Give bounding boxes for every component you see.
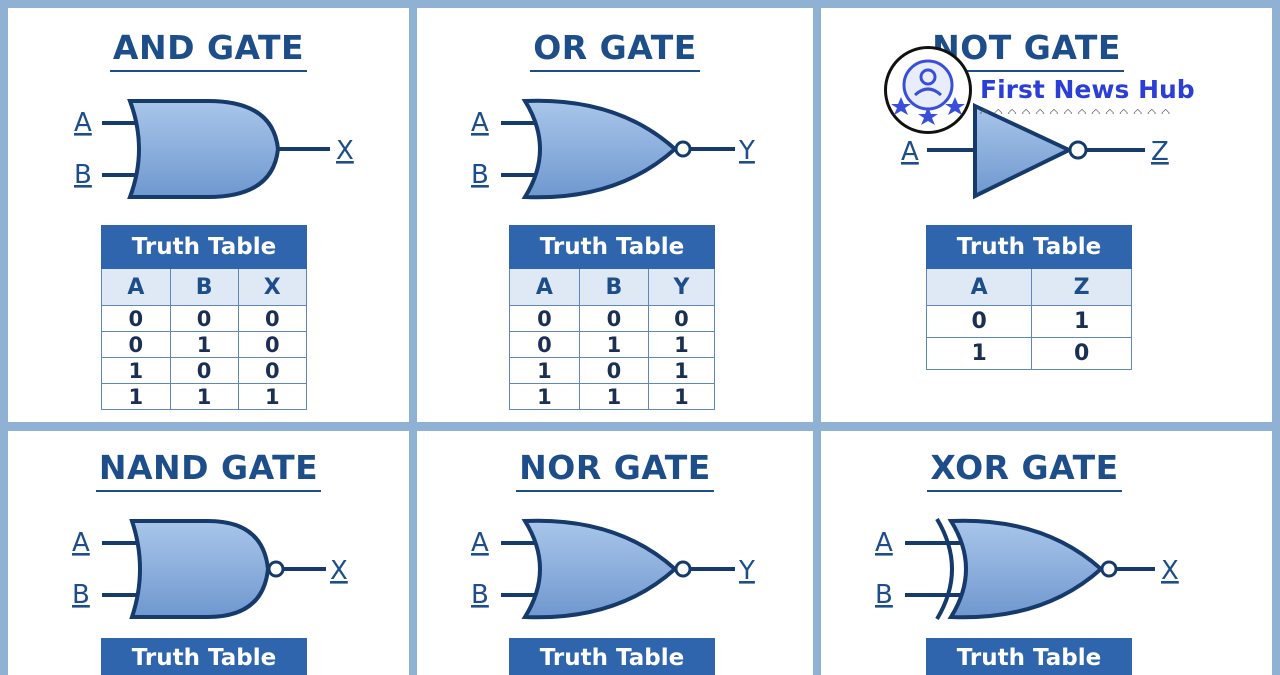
truth-table-caption: Truth Table	[509, 225, 715, 269]
input-label-b: B	[72, 580, 90, 610]
output-label: Y	[738, 556, 755, 586]
panel-title: XOR GATE	[821, 448, 1250, 492]
panel-nand-gate: NAND GATE A B X Truth Table	[8, 431, 409, 675]
input-label-a: A	[74, 108, 92, 138]
input-label-b: B	[875, 580, 893, 610]
input-label-a: A	[901, 137, 919, 167]
output-label: Y	[738, 136, 755, 166]
col-header: A	[509, 268, 580, 306]
col-header: B	[169, 268, 239, 306]
input-label-a: A	[72, 528, 90, 558]
truth-table-caption: Truth Table	[101, 225, 307, 269]
col-header: Y	[647, 268, 716, 306]
people-stars-icon	[891, 59, 965, 125]
truth-table-caption: Truth Table	[509, 638, 715, 675]
and-gate-symbol: A B X	[74, 99, 354, 199]
col-header: A	[925, 268, 1033, 306]
or-gate-symbol: A B Y	[471, 98, 755, 200]
col-header: Z	[1031, 268, 1132, 306]
logo-badge	[884, 46, 972, 134]
panel-nor-gate: NOR GATE A B Y Truth Table	[417, 431, 813, 675]
input-label-a: A	[471, 108, 489, 138]
xor-gate-symbol: A B X	[875, 517, 1179, 621]
panel-title: NOR GATE	[417, 448, 813, 492]
input-label-b: B	[471, 160, 489, 190]
input-label-a: A	[471, 528, 489, 558]
not-gate-symbol: A Z	[901, 102, 1169, 200]
col-header: A	[101, 268, 171, 306]
output-label: X	[336, 136, 354, 166]
panel-xor-gate: XOR GATE A B X Truth Table	[821, 431, 1272, 675]
col-header: B	[578, 268, 649, 306]
col-header: X	[237, 268, 307, 306]
nor-gate-symbol: A B Y	[471, 518, 755, 620]
panel-title: AND GATE	[8, 28, 409, 72]
panel-title: NOT GATE	[821, 28, 1252, 72]
output-label: Z	[1151, 137, 1169, 167]
watermark-text: First News Hub	[980, 75, 1195, 104]
watermark-logo: First News Hub ◇ ◇ ◇ ◇ ◇ ◇ ◇ ◇ ◇ ◇ ◇ ◇ ◇…	[884, 46, 1195, 136]
nand-gate-symbol: A B X	[72, 519, 348, 619]
input-label-b: B	[471, 580, 489, 610]
output-label: X	[330, 556, 348, 586]
panel-title: OR GATE	[417, 28, 813, 72]
panel-title: NAND GATE	[8, 448, 409, 492]
input-label-a: A	[875, 528, 893, 558]
input-label-b: B	[74, 160, 92, 190]
watermark-divider: ◇ ◇ ◇ ◇ ◇ ◇ ◇ ◇ ◇ ◇ ◇ ◇ ◇ ◇	[980, 106, 1171, 114]
truth-table-caption: Truth Table	[101, 638, 307, 675]
truth-table-caption: Truth Table	[926, 225, 1132, 269]
output-label: X	[1161, 556, 1179, 586]
truth-table-caption: Truth Table	[926, 638, 1132, 675]
